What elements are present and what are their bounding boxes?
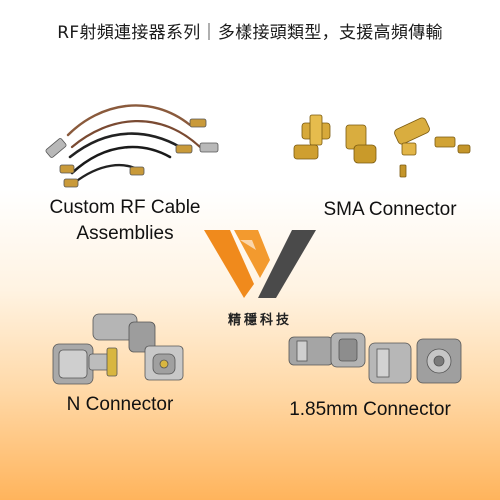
- 185mm-connectors-icon: [288, 332, 462, 384]
- page-title: RF射頻連接器系列｜多樣接頭類型，支援高頻傳輸: [57, 23, 443, 43]
- sma-connectors-icon: [293, 114, 471, 178]
- brand-name: 精穩科技: [227, 313, 292, 328]
- n-connector-label: N Connector: [66, 394, 174, 415]
- brand-logo-icon: [204, 230, 316, 298]
- cable-label-line2: Assemblies: [76, 223, 174, 244]
- cable-assemblies-label: Custom RF Cable Assemblies: [40, 195, 210, 247]
- rf-cable-assemblies-icon: [45, 104, 219, 188]
- sma-connector-label: SMA Connector: [323, 199, 457, 220]
- 185mm-connector-label: 1.85mm Connector: [289, 399, 451, 420]
- cable-label-line1: Custom RF Cable: [49, 197, 201, 218]
- n-connectors-icon: [52, 313, 184, 385]
